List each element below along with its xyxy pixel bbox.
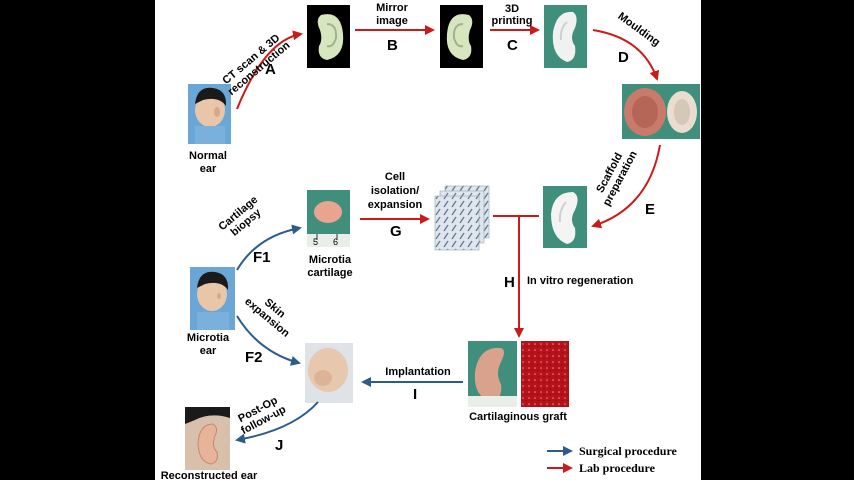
legend-lab-label: Lab procedure [579,461,656,475]
step-letter-i: I [413,386,417,403]
cell-culture-image [434,185,490,251]
ruler-tick-6: 6 [333,237,338,247]
label-f2: Skin expansion [242,296,292,340]
3d-reconstruction-image [307,5,350,68]
label-g-line3: expansion [368,199,423,211]
step-letter-c: C [507,37,518,54]
step-letter-e: E [645,201,655,218]
label-a: CT scan & 3D reconstruction [220,32,292,98]
caption-microtia-cartilage-line2: cartilage [307,267,352,279]
step-letter-f2: F2 [245,349,263,366]
caption-normal-ear-line2: ear [200,163,217,175]
label-b-line2: image [376,15,408,27]
arrow-f2 [236,315,301,366]
arrow-e [591,144,661,229]
diagram-panel: 5 6 [155,0,701,480]
cartilaginous-graft-image [468,341,569,407]
label-i: Implantation [385,366,451,378]
label-h: In vitro regeneration [527,275,634,287]
caption-microtia-ear-line2: ear [200,345,217,357]
legend: Surgical procedure Lab procedure [547,444,678,475]
ruler-tick-5: 5 [313,237,318,247]
label-b-line1: Mirror [376,2,409,14]
label-f1: Cartilage biopsy [216,194,264,239]
step-letter-a: A [265,61,276,78]
caption-microtia-cartilage-line1: Microtia [309,254,352,266]
microtia-ear-photo [190,267,235,330]
moulding-image [622,84,700,139]
skin-expansion-photo [305,343,353,403]
step-letter-j: J [275,437,283,454]
caption-normal-ear-line1: Normal [189,150,227,162]
arrow-j [235,401,319,444]
label-c-line2: printing [492,15,533,27]
microtia-cartilage-photo: 5 6 [307,190,350,247]
step-letter-f1: F1 [253,249,271,266]
arrow-f1 [236,224,302,271]
label-j: Post-Op follow-up [236,394,288,437]
arrow-a [236,30,303,110]
normal-ear-photo [188,84,231,144]
step-letter-b: B [387,37,398,54]
scaffold-image [543,186,587,248]
label-c-line1: 3D [505,3,519,15]
caption-microtia-ear-line1: Microtia [187,332,230,344]
caption-reconstructed-ear: Reconstructed ear [161,470,258,480]
workflow-diagram: 5 6 [161,2,700,480]
label-d: Moulding [615,10,662,48]
step-letter-h: H [504,274,515,291]
label-g-line2: isolation/ [371,185,419,197]
step-letter-d: D [618,49,629,66]
label-g-line1: Cell [385,171,405,183]
step-letter-g: G [390,223,402,240]
mirror-image [440,5,483,68]
legend-surgical-label: Surgical procedure [579,444,678,458]
svg-text:Moulding: Moulding [615,10,662,48]
reconstructed-ear-photo [185,407,230,470]
caption-cartilaginous-graft: Cartilaginous graft [469,411,567,423]
3d-printed-ear [544,5,587,68]
label-e: Scaffold preparation [594,149,640,208]
arrow-d [592,29,660,81]
